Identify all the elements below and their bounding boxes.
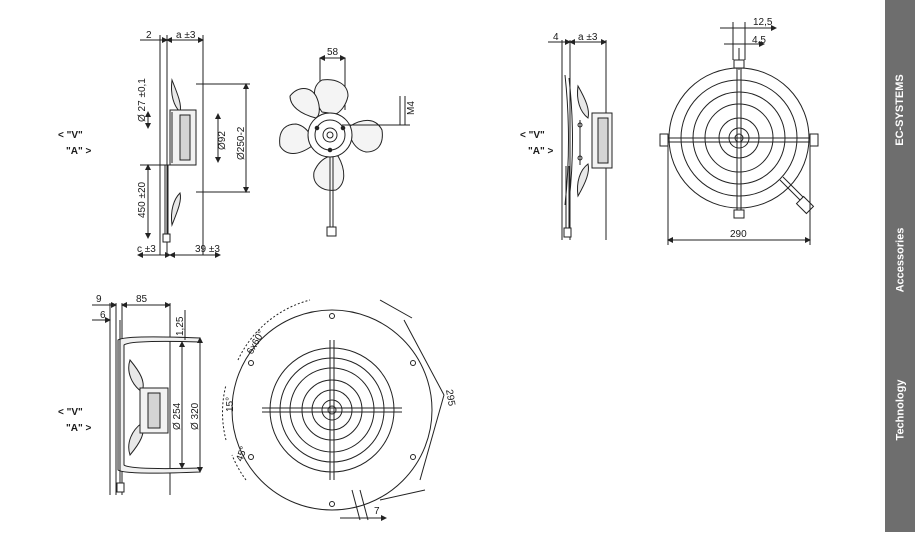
dim-2: 2 bbox=[146, 30, 152, 41]
dim-diameter-92: Ø92 bbox=[217, 131, 228, 150]
view-label-v-2: < "V" bbox=[520, 130, 545, 141]
view-label-a-3: "A" > bbox=[66, 423, 91, 434]
tab-ec-systems-label: EC-SYSTEMS bbox=[894, 74, 907, 146]
dim-4: 4 bbox=[553, 32, 559, 43]
dim-12-5: 12,5 bbox=[753, 17, 773, 28]
drawing2-side-view bbox=[548, 39, 613, 240]
drawing3-front-view bbox=[222, 299, 445, 521]
dim-4-5: 4,5 bbox=[752, 35, 766, 46]
view-label-v-1: < "V" bbox=[58, 130, 83, 141]
dim-85: 85 bbox=[136, 294, 148, 305]
dim-58: 58 bbox=[327, 47, 339, 58]
view-label-a-1: "A" > bbox=[66, 146, 91, 157]
dim-39: 39 ±3 bbox=[195, 244, 220, 255]
dim-295: 295 bbox=[443, 389, 457, 408]
drawing1-side-view bbox=[137, 35, 250, 258]
dim-6: 6 bbox=[100, 310, 106, 321]
technical-drawings: 2 a ±3 Ø 27 ±0,1 Ø92 Ø250-2 450 ±20 c ±3… bbox=[58, 17, 819, 521]
dim-diameter-254: Ø 254 bbox=[172, 402, 183, 430]
dim-diameter-27: Ø 27 ±0,1 bbox=[137, 78, 148, 122]
dim-a-2: a ±3 bbox=[578, 32, 598, 43]
dim-diameter-250: Ø250-2 bbox=[236, 126, 247, 160]
dim-290: 290 bbox=[730, 229, 747, 240]
dim-9: 9 bbox=[96, 294, 102, 305]
tab-ec-systems[interactable]: EC-SYSTEMS bbox=[885, 55, 915, 165]
drawing3-side-view bbox=[92, 302, 203, 495]
view-label-a-2: "A" > bbox=[528, 146, 553, 157]
view-label-v-3: < "V" bbox=[58, 407, 83, 418]
tab-technology[interactable]: Technology bbox=[885, 355, 915, 465]
dim-45: 45° bbox=[234, 445, 250, 463]
dim-c: c ±3 bbox=[137, 244, 156, 255]
dim-15: 15° bbox=[225, 397, 236, 412]
dim-diameter-320: Ø 320 bbox=[190, 402, 201, 430]
drawing1-front-view bbox=[279, 55, 410, 237]
dim-450: 450 ±20 bbox=[137, 181, 148, 218]
tab-technology-label: Technology bbox=[894, 379, 907, 441]
section-sidebar: EC-SYSTEMS Accessories Technology bbox=[885, 0, 915, 532]
tab-accessories-label: Accessories bbox=[894, 227, 907, 293]
dim-7: 7 bbox=[374, 506, 380, 517]
dim-1-25: 1,25 bbox=[175, 316, 186, 336]
drawing2-front-view bbox=[659, 22, 819, 245]
dim-a: a ±3 bbox=[176, 30, 196, 41]
tab-accessories[interactable]: Accessories bbox=[885, 205, 915, 315]
dim-m4: M4 bbox=[406, 101, 417, 115]
